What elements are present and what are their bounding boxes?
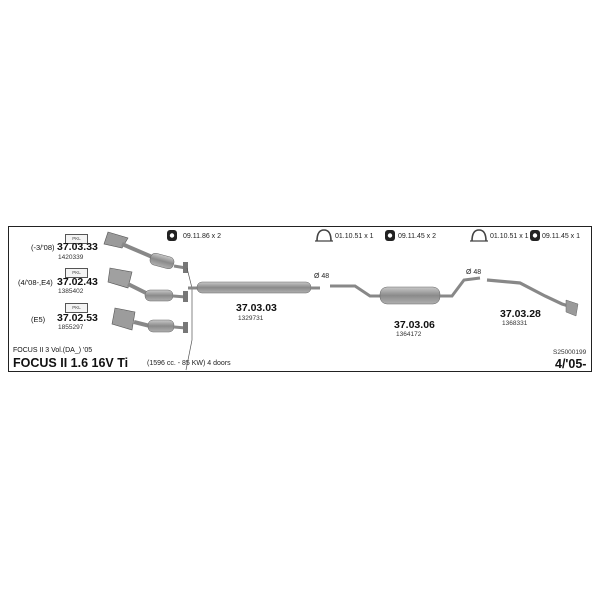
- catalyst-part-number: 37.03.33: [57, 241, 98, 253]
- production-date: 4/'05-: [555, 357, 587, 371]
- rubber-hanger-icon: [530, 230, 540, 241]
- catalyst-drawing-1: [103, 231, 188, 273]
- part-number: 37.03.28: [500, 308, 541, 320]
- catalyst-oe-number: 1855297: [58, 324, 84, 331]
- oe-number: 1364172: [396, 331, 422, 338]
- catalyst-oe-number: 1420339: [58, 254, 84, 261]
- middle-silencer-drawing: [188, 281, 320, 294]
- hardware-label: 01.10.51 x 1: [490, 233, 529, 240]
- clamp-icon: [315, 229, 333, 242]
- catalyst-part-number: 37.02.53: [57, 312, 98, 324]
- part-number: 37.03.03: [236, 302, 277, 314]
- part-number: 37.03.06: [394, 319, 435, 331]
- hardware-label: 09.11.86 x 2: [183, 233, 222, 240]
- catalyst-variant: (E5): [31, 315, 46, 324]
- vehicle-title: FOCUS II 1.6 16V Ti: [13, 356, 129, 370]
- hardware-label: 09.11.45 x 2: [398, 233, 437, 240]
- product-tag: PKL: [65, 268, 88, 278]
- product-tag: PKL: [65, 303, 88, 313]
- catalyst-drawing-3: [111, 307, 188, 333]
- catalog-code: S25000199: [553, 349, 587, 356]
- rear-silencer-drawing: [330, 276, 481, 305]
- catalyst-oe-number: 1385402: [58, 288, 84, 295]
- diagram-frame: [8, 226, 592, 372]
- hardware-label: 09.11.45 x 1: [542, 233, 581, 240]
- rubber-hanger-icon: [167, 230, 177, 241]
- catalyst-variant: (-3/'08): [31, 243, 55, 252]
- tail-pipe-drawing: [486, 278, 579, 317]
- hardware-label: 01.10.51 x 1: [335, 233, 374, 240]
- clamp-icon: [470, 229, 488, 242]
- oe-number: 1329731: [238, 315, 264, 322]
- product-tag: PKL: [65, 234, 88, 244]
- vehicle-spec: (1596 cc. - 85 KW) 4 doors: [147, 360, 231, 367]
- catalyst-variant: (4/'08-,E4): [18, 278, 53, 287]
- diameter-label: Ø 48: [314, 273, 330, 280]
- vehicle-subtitle: FOCUS II 3 Vol.(DA_) '05: [13, 347, 93, 354]
- rubber-hanger-icon: [385, 230, 395, 241]
- oe-number: 1368331: [502, 320, 528, 327]
- catalyst-drawing-2: [107, 267, 188, 302]
- catalyst-part-number: 37.02.43: [57, 276, 98, 288]
- diameter-label: Ø 48: [466, 269, 482, 276]
